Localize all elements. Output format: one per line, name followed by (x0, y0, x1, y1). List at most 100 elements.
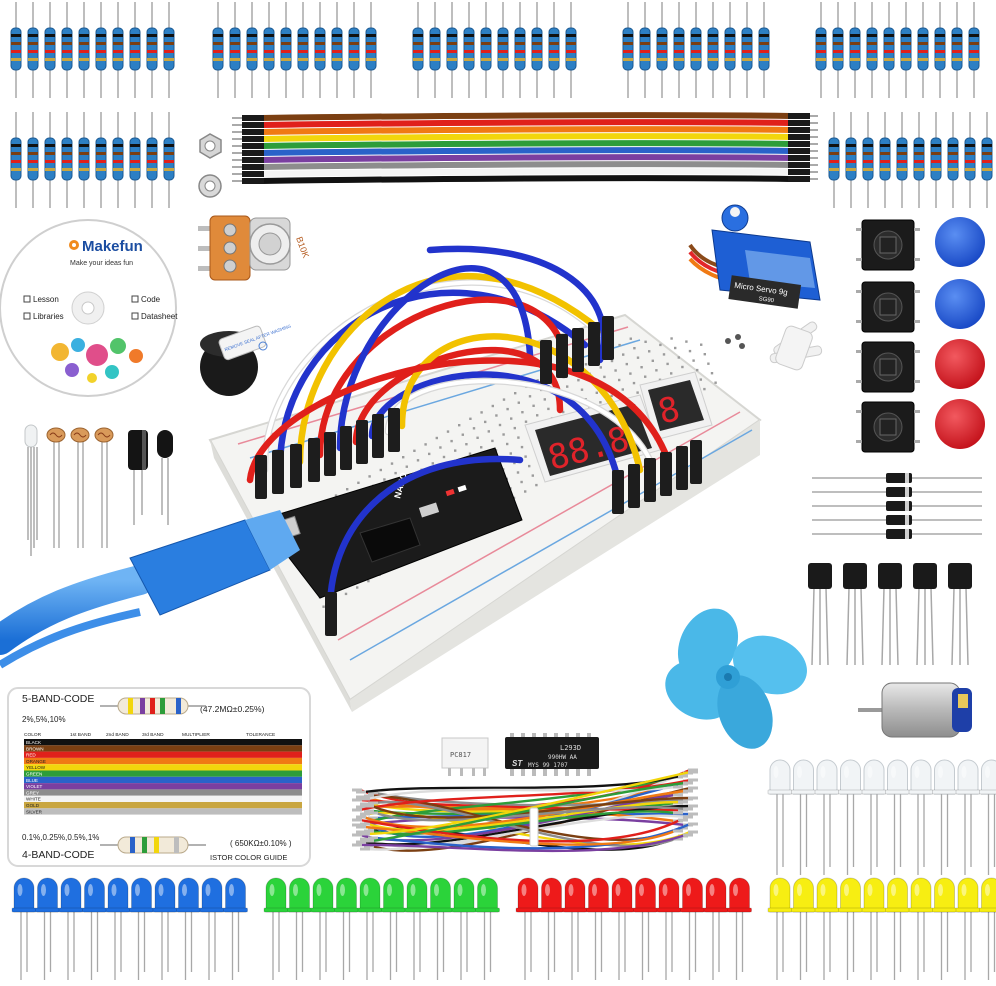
resistor (112, 2, 124, 98)
potentiometer-label: B10K (294, 235, 311, 259)
resistor (95, 112, 107, 208)
led (885, 759, 910, 875)
diode (812, 501, 982, 511)
resistor (463, 2, 475, 98)
led (586, 877, 611, 980)
resistor-5band-icon (100, 697, 206, 715)
cd-item-code: Code (141, 295, 161, 304)
dupont-connector (308, 438, 320, 482)
resistor (951, 2, 963, 98)
gears-icon (51, 338, 143, 383)
resistor (866, 2, 878, 98)
loose-jumper-wire (375, 822, 691, 850)
resistor (656, 2, 668, 98)
loose-jumper-wire (371, 810, 676, 836)
ribbon-wire (261, 161, 791, 170)
loose-jumper-wire (359, 833, 686, 853)
resistor (331, 2, 343, 98)
resistor (758, 2, 770, 98)
resistor-group (622, 2, 770, 98)
resistor (849, 2, 861, 98)
led-group (263, 877, 500, 980)
card-color-name: SILVER (26, 809, 43, 814)
dupont-connector (602, 316, 614, 360)
led (838, 877, 863, 980)
led (35, 877, 60, 980)
resistor (112, 112, 124, 208)
card-color-row: BLUE (24, 776, 302, 784)
card-color-name: GREEN (26, 772, 42, 777)
resistor (934, 2, 946, 98)
resistor (10, 112, 22, 208)
led (357, 877, 383, 980)
potentiometer: B10K (198, 215, 311, 281)
servo-screws (725, 334, 745, 349)
led (82, 877, 107, 980)
ribbon-wire (261, 112, 791, 121)
resistor (263, 2, 275, 98)
cable-tie (529, 807, 539, 847)
seven-segment-display-1digit: 8 (639, 371, 713, 441)
washer (198, 174, 222, 198)
card-color-name: YELLOW (26, 765, 46, 770)
transistors (808, 563, 972, 666)
resistor-groups (10, 2, 993, 208)
resistor (44, 112, 56, 208)
resistor (163, 2, 175, 98)
resistor (741, 2, 753, 98)
dupont-connector (612, 470, 624, 514)
resistor (815, 2, 827, 98)
resistor (531, 2, 543, 98)
led (633, 877, 658, 980)
led (562, 877, 588, 980)
led-group (11, 877, 248, 980)
led (955, 759, 981, 875)
resistor (724, 2, 736, 98)
diode (812, 515, 982, 525)
card-tol-5band: 2%,5%,10% (22, 715, 66, 724)
card-title-4band: 4-BAND-CODE (22, 849, 94, 861)
push-buttons (856, 217, 985, 453)
motor-driver-ic: L293D 990HW AA MYS 99 1707 ST (505, 733, 599, 776)
jumper-wire (316, 296, 564, 459)
led (310, 877, 336, 980)
breadboard-jumper-wires (246, 245, 702, 636)
resistor (900, 2, 912, 98)
card-color-name: RED (26, 753, 36, 758)
led (152, 877, 178, 980)
led (515, 877, 541, 980)
resistor (446, 2, 458, 98)
led (767, 877, 793, 980)
jumper-wire (398, 333, 644, 474)
led (428, 877, 453, 980)
ribbon-wire (261, 126, 791, 135)
loose-jumper-wire (367, 800, 681, 832)
led (791, 759, 816, 875)
software-cd: Makefun Make your ideas fun Lesson Code … (0, 219, 178, 397)
led (680, 877, 705, 980)
resistor (514, 2, 526, 98)
card-header-cell: COLOR (24, 732, 42, 738)
resistor-4band-icon (100, 836, 206, 854)
led (955, 877, 981, 980)
tactile-button (856, 401, 920, 453)
dupont-connector (540, 340, 552, 384)
card-color-row: ORANGE (24, 757, 302, 765)
resistor (146, 2, 158, 98)
resistor (61, 112, 73, 208)
card-color-name: WHITE (26, 797, 41, 802)
transistor (878, 563, 902, 666)
dupont-connector (340, 426, 352, 470)
card-color-row: GOLD (24, 802, 302, 809)
card-header-cell: MULTIPLIER (182, 732, 210, 738)
dupont-connector (690, 440, 702, 484)
dupont-connector (628, 464, 640, 508)
card-color-name: BLUE (26, 778, 38, 783)
led (908, 759, 934, 875)
fan-propeller (665, 608, 807, 749)
resistor (44, 2, 56, 98)
ribbon-wire (261, 168, 791, 177)
ir-receiver (157, 430, 173, 525)
led (263, 877, 289, 980)
button-cap (935, 399, 985, 449)
